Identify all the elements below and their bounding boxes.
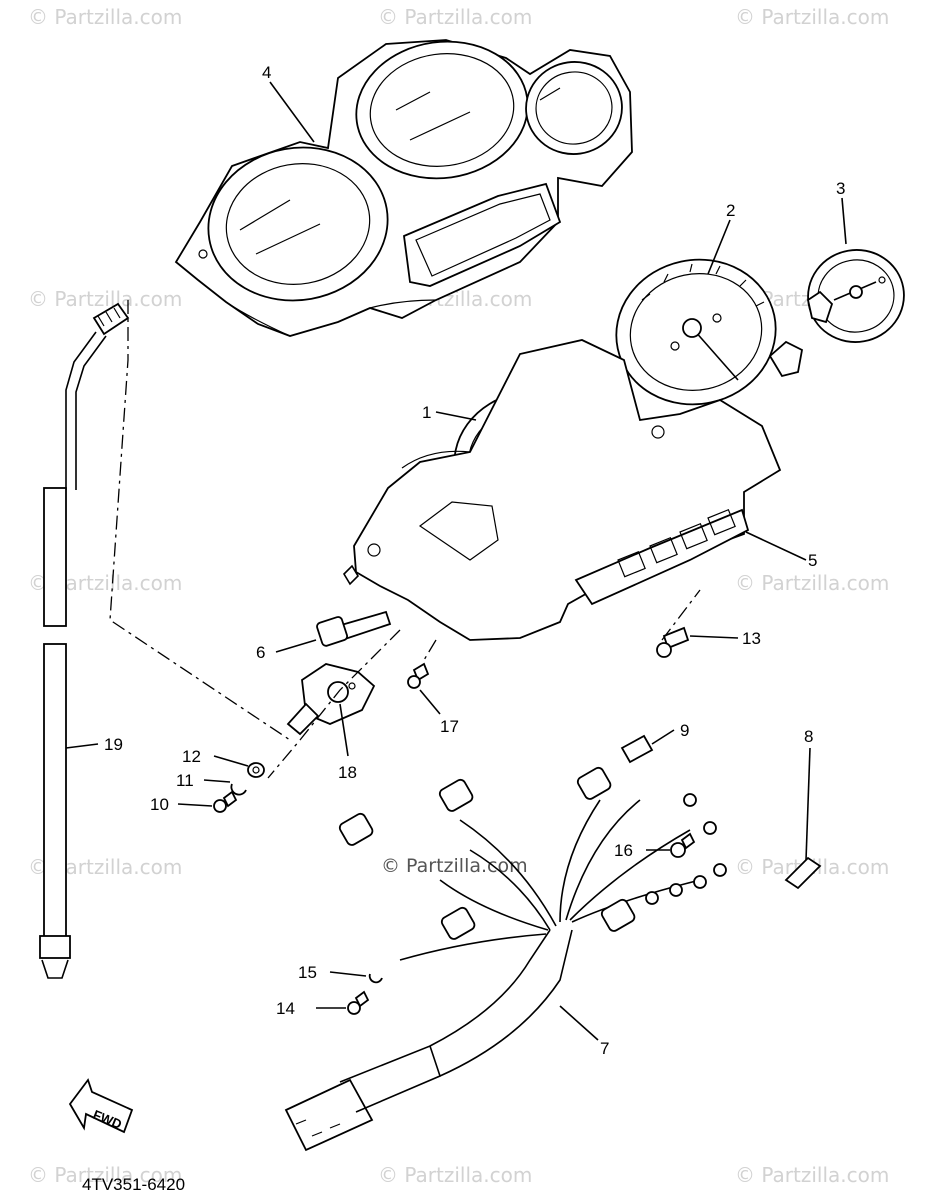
speedometer-cable[interactable] [39,302,130,979]
diagram-code: 4TV351-6420 [82,1175,185,1194]
watermark: © Partzilla.com [735,1163,889,1187]
callout-2[interactable]: 2 [726,201,735,220]
callout-15[interactable]: 15 [298,963,317,982]
fwd-arrow-icon: FWD [68,1078,134,1134]
callout-13[interactable]: 13 [742,629,761,648]
callout-6[interactable]: 6 [256,643,265,662]
washer-11[interactable] [230,783,247,796]
callout-18[interactable]: 18 [338,763,357,782]
callout-8[interactable]: 8 [804,727,813,746]
screw-14[interactable] [347,990,370,1015]
callout-14[interactable]: 14 [276,999,295,1018]
callout-4[interactable]: 4 [262,63,271,82]
watermark: © Partzilla.com [28,5,182,29]
watermark: © Partzilla.com [735,571,889,595]
wire-harness[interactable] [284,766,727,1152]
washer-15[interactable] [368,973,383,984]
watermark: © Partzilla.com [28,287,182,311]
screw-10[interactable] [213,790,238,813]
watermark-center: © Partzilla.com [381,855,528,877]
callout-10[interactable]: 10 [150,795,169,814]
callout-1[interactable]: 1 [422,403,431,422]
assembly-lines [109,300,701,779]
screw-13[interactable] [656,626,690,658]
callout-16[interactable]: 16 [614,841,633,860]
watermark: © Partzilla.com [28,1163,182,1187]
watermark: © Partzilla.com [378,5,532,29]
gear-unit[interactable] [286,663,376,736]
callout-7[interactable]: 7 [600,1039,609,1058]
tachometer[interactable] [603,245,804,419]
bulb-8[interactable] [784,856,822,890]
screw-17[interactable] [407,662,430,689]
callout-11[interactable]: 11 [176,771,194,790]
watermark: © Partzilla.com [378,1163,532,1187]
callouts: 4 2 3 1 5 6 7 8 9 10 11 12 13 14 15 16 1… [104,63,845,1058]
callout-19[interactable]: 19 [104,735,123,754]
gear-shaft[interactable] [316,610,392,647]
bulb-9[interactable] [620,734,654,764]
callout-5[interactable]: 5 [808,551,817,570]
fuel-gauge[interactable] [801,242,912,349]
watermark: © Partzilla.com [735,5,889,29]
callout-12[interactable]: 12 [182,747,201,766]
screw-16[interactable] [670,832,696,858]
meter-case[interactable] [342,339,782,641]
callout-9[interactable]: 9 [680,721,689,740]
callout-17[interactable]: 17 [440,717,459,736]
meter-cover[interactable] [174,31,633,337]
callout-3[interactable]: 3 [836,179,845,198]
washer-12[interactable] [247,762,265,778]
leader-lines [65,81,847,1041]
